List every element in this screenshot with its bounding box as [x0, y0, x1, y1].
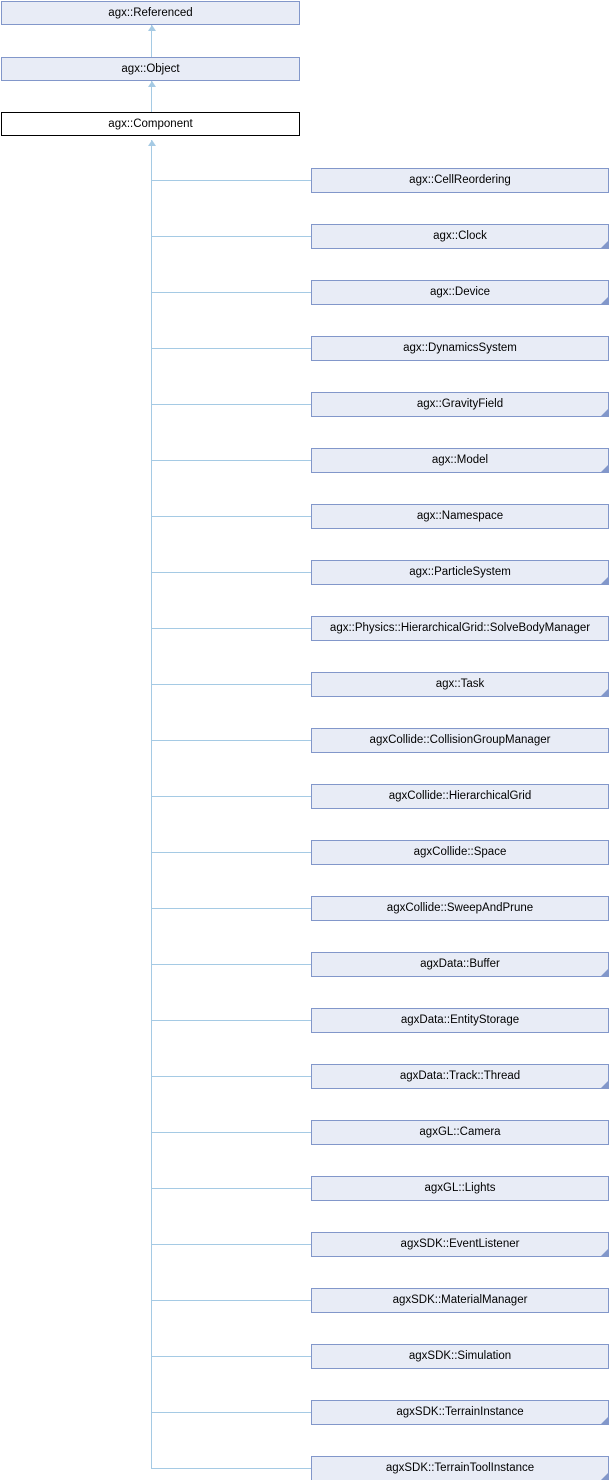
child-connector-15: [151, 1020, 311, 1021]
trunk-arrow: [148, 140, 156, 146]
child-connector-12: [151, 852, 311, 853]
class-label: agxCollide::HierarchicalGrid: [388, 790, 532, 802]
class-label: agxGL::Lights: [424, 1182, 496, 1194]
class-node-agxdata-buffer[interactable]: agxData::Buffer: [311, 952, 609, 977]
class-node-agx-device[interactable]: agx::Device: [311, 280, 609, 305]
child-connector-21: [151, 1356, 311, 1357]
class-node-agxdata-track-thread[interactable]: agxData::Track::Thread: [311, 1064, 609, 1089]
class-label: agx::Object: [121, 63, 180, 75]
class-node-agx-task[interactable]: agx::Task: [311, 672, 609, 697]
child-connector-23: [151, 1468, 311, 1469]
class-label: agx::Clock: [433, 230, 487, 242]
class-label: agxCollide::CollisionGroupManager: [369, 734, 551, 746]
class-label: agx::Task: [435, 678, 485, 690]
class-node-agx-cellreordering[interactable]: agx::CellReordering: [311, 168, 609, 193]
child-connector-6: [151, 516, 311, 517]
class-label: agx::Device: [429, 286, 491, 298]
class-label: agxSDK::TerrainInstance: [396, 1406, 524, 1418]
child-connector-20: [151, 1300, 311, 1301]
child-connector-9: [151, 684, 311, 685]
class-node-agxcollide-collisiongroupmanager[interactable]: agxCollide::CollisionGroupManager: [311, 728, 609, 753]
inheritance-arrow-2: [148, 81, 156, 87]
class-label: agx::ParticleSystem: [409, 566, 511, 578]
class-label: agxSDK::MaterialManager: [392, 1294, 528, 1306]
class-label: agxGL::Camera: [419, 1126, 501, 1138]
class-node-agxdata-entitystorage[interactable]: agxData::EntityStorage: [311, 1008, 609, 1033]
class-label: agx::GravityField: [416, 398, 504, 410]
class-node-agxgl-camera[interactable]: agxGL::Camera: [311, 1120, 609, 1145]
class-label: agxData::Buffer: [420, 958, 500, 970]
class-node-agx-particlesystem[interactable]: agx::ParticleSystem: [311, 560, 609, 585]
class-label: agxCollide::Space: [413, 846, 507, 858]
class-node-agx-model[interactable]: agx::Model: [311, 448, 609, 473]
child-connector-13: [151, 908, 311, 909]
child-connector-10: [151, 740, 311, 741]
class-node-agxsdk-terraininstance[interactable]: agxSDK::TerrainInstance: [311, 1400, 609, 1425]
class-node-agxsdk-materialmanager[interactable]: agxSDK::MaterialManager: [311, 1288, 609, 1313]
class-label: agxSDK::TerrainToolInstance: [385, 1462, 535, 1474]
class-node-agx-physics-hierarchicalgrid-solvebodymanager[interactable]: agx::Physics::HierarchicalGrid::SolveBod…: [311, 616, 609, 641]
class-node-agxcollide-hierarchicalgrid[interactable]: agxCollide::HierarchicalGrid: [311, 784, 609, 809]
child-connector-4: [151, 404, 311, 405]
class-label: agxData::Track::Thread: [399, 1070, 521, 1082]
class-label: agxSDK::EventListener: [400, 1238, 520, 1250]
class-node-agxsdk-eventlistener[interactable]: agxSDK::EventListener: [311, 1232, 609, 1257]
child-connector-2: [151, 292, 311, 293]
class-label: agx::Referenced: [108, 7, 193, 19]
child-connector-22: [151, 1412, 311, 1413]
class-node-agx-gravityfield[interactable]: agx::GravityField: [311, 392, 609, 417]
class-label: agx::Physics::HierarchicalGrid::SolveBod…: [329, 622, 591, 634]
child-connector-18: [151, 1188, 311, 1189]
child-connector-7: [151, 572, 311, 573]
class-node-agxsdk-simulation[interactable]: agxSDK::Simulation: [311, 1344, 609, 1369]
class-label: agx::Model: [431, 454, 489, 466]
class-node-agx-namespace[interactable]: agx::Namespace: [311, 504, 609, 529]
class-label: agxData::EntityStorage: [400, 1014, 520, 1026]
inheritance-arrow-1: [148, 25, 156, 31]
child-connector-16: [151, 1076, 311, 1077]
child-connector-5: [151, 460, 311, 461]
child-connector-0: [151, 180, 311, 181]
class-node-agxsdk-terraintoolinstance[interactable]: agxSDK::TerrainToolInstance: [311, 1456, 609, 1480]
class-node-agxgl-lights[interactable]: agxGL::Lights: [311, 1176, 609, 1201]
class-node-agx-dynamicssystem[interactable]: agx::DynamicsSystem: [311, 336, 609, 361]
class-label: agx::CellReordering: [409, 174, 511, 186]
class-node-agx-component[interactable]: agx::Component: [1, 112, 300, 136]
child-connector-14: [151, 964, 311, 965]
child-connector-11: [151, 796, 311, 797]
class-label: agxCollide::SweepAndPrune: [386, 902, 534, 914]
class-label: agx::DynamicsSystem: [403, 342, 517, 354]
class-node-agxcollide-space[interactable]: agxCollide::Space: [311, 840, 609, 865]
class-node-agx-referenced[interactable]: agx::Referenced: [1, 1, 300, 25]
inheritance-edge-1: [151, 25, 152, 57]
class-node-agxcollide-sweepandprune[interactable]: agxCollide::SweepAndPrune: [311, 896, 609, 921]
trunk-edge: [151, 140, 152, 1468]
class-node-agx-object[interactable]: agx::Object: [1, 57, 300, 81]
class-label: agx::Namespace: [416, 510, 504, 522]
child-connector-19: [151, 1244, 311, 1245]
child-connector-8: [151, 628, 311, 629]
child-connector-3: [151, 348, 311, 349]
class-label: agxSDK::Simulation: [408, 1350, 512, 1362]
child-connector-17: [151, 1132, 311, 1133]
class-label: agx::Component: [108, 118, 193, 130]
inheritance-edge-2: [151, 81, 152, 112]
class-node-agx-clock[interactable]: agx::Clock: [311, 224, 609, 249]
child-connector-1: [151, 236, 311, 237]
